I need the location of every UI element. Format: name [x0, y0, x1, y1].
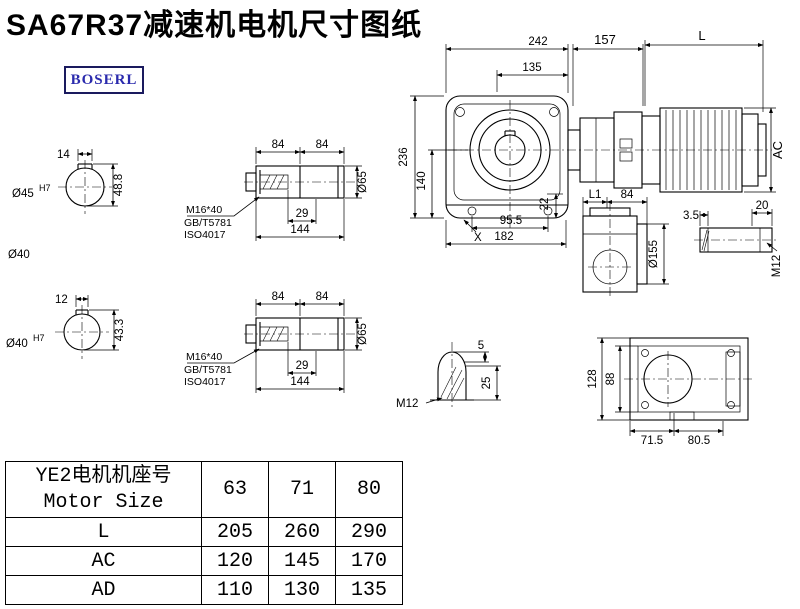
- bore-tolerance-label: H7: [33, 333, 45, 343]
- cell-value: 145: [268, 546, 336, 576]
- cell-value: 205: [201, 517, 269, 547]
- header-line-cn: YE2电机机座号: [35, 464, 172, 488]
- shaft-end-detail: 5 25 M12: [396, 340, 501, 410]
- cell-value: 170: [335, 546, 403, 576]
- brand-logo: BOSERL: [64, 66, 144, 94]
- thread-label: M12: [771, 255, 783, 277]
- segment-a-dim: 84: [272, 291, 285, 303]
- segment-b-dim: 84: [316, 139, 329, 151]
- bolt-depth-dim: 29: [296, 208, 309, 220]
- frame-size-71: 71: [268, 461, 336, 518]
- frame-size-80: 80: [335, 461, 403, 518]
- table-row-AD: AD 110 130 135: [5, 575, 403, 605]
- standard-1-label: GB/T5781: [184, 364, 232, 376]
- outer-dia-label: Ø40: [8, 249, 30, 261]
- shaft-side-1-view: 84 84 29 144 Ø65 M16*40 GB/T5781 ISO4017: [184, 139, 369, 241]
- row-label: L: [5, 517, 202, 547]
- overall-width-dim: 242: [528, 36, 547, 48]
- section-height-dim: 43.3: [114, 319, 126, 341]
- cell-value: 260: [268, 517, 336, 547]
- page-title: SA67R37减速机电机尺寸图纸: [6, 9, 423, 42]
- table-row-AC: AC 120 145 170: [5, 546, 403, 576]
- foot-height-dim: 22: [539, 198, 551, 211]
- base-width-dim: 182: [494, 231, 513, 243]
- motor-view: 157 L AC: [567, 28, 785, 193]
- cell-value: 135: [335, 575, 403, 605]
- thread-spec-label: M16*40: [186, 351, 222, 363]
- shaft-dia-dim: Ø65: [357, 323, 369, 345]
- motor-size-table: YE2电机机座号 Motor Size 63 71 80 L 205 260 2…: [5, 461, 403, 605]
- gearbox-bottom-view: 128 88 71.5 80.5: [587, 337, 754, 447]
- flat-width-dim: 5: [478, 340, 484, 352]
- motor-length-dim: L: [698, 28, 705, 43]
- keyway-width-dim: 12: [55, 294, 68, 306]
- axis-height-dim: 140: [416, 171, 428, 190]
- standard-2-label: ISO4017: [184, 376, 226, 388]
- standard-2-label: ISO4017: [184, 229, 226, 241]
- total-length-dim: 144: [290, 376, 310, 388]
- flange-dia-dim: Ø155: [648, 240, 660, 268]
- span-b-dim: 80.5: [688, 435, 710, 447]
- section-height-dim: 48.8: [113, 174, 125, 196]
- bolt-depth-dim: 29: [296, 360, 309, 372]
- inner-width-dim: 135: [522, 62, 541, 74]
- shaft-section-1-view: 14 48.8 Ø45 H7 Ø40: [8, 149, 125, 261]
- keyway-width-dim: 14: [57, 149, 70, 161]
- motor-dia-dim: AC: [770, 141, 785, 159]
- shaft-dia-dim: Ø65: [357, 171, 369, 193]
- table-header-row: YE2电机机座号 Motor Size 63 71 80: [5, 461, 403, 518]
- bore-dia-label: Ø40: [6, 338, 28, 350]
- cell-value: 120: [201, 546, 269, 576]
- len-2-dim: 84: [621, 189, 634, 201]
- inner-height-dim: 88: [605, 373, 617, 386]
- len-1-dim: L1: [589, 189, 602, 201]
- bolt-span-dim: 95.5: [500, 215, 522, 227]
- header-line-en: Motor Size: [43, 490, 164, 514]
- span-a-dim: 71.5: [641, 435, 663, 447]
- cell-value: 130: [268, 575, 336, 605]
- depth-dim: 25: [481, 377, 493, 390]
- segment-b-dim: 84: [316, 291, 329, 303]
- frame-size-63: 63: [201, 461, 269, 518]
- total-length-dim: 144: [290, 224, 310, 236]
- adapter-length-dim: 157: [594, 32, 616, 47]
- x-marker-label: X: [474, 232, 482, 244]
- shaft-side-2-view: 84 84 29 144 Ø65 M16*40 GB/T5781 ISO4017: [184, 291, 369, 393]
- table-row-L: L 205 260 290: [5, 517, 403, 547]
- row-label: AC: [5, 546, 202, 576]
- cell-value: 290: [335, 517, 403, 547]
- shaft-section-2-view: 12 43.3 Ø40 H7: [6, 294, 126, 359]
- cell-value: 110: [201, 575, 269, 605]
- thread-spec-label: M16*40: [186, 204, 222, 216]
- lip-dim: 3.5: [683, 210, 699, 222]
- overall-height-dim: 128: [587, 369, 599, 388]
- row-label: AD: [5, 575, 202, 605]
- standard-1-label: GB/T5781: [184, 217, 232, 229]
- segment-a-dim: 84: [272, 139, 285, 151]
- bore-dia-label: Ø45: [12, 188, 34, 200]
- motor-size-header-cell: YE2电机机座号 Motor Size: [5, 461, 202, 518]
- bore-tolerance-label: H7: [39, 183, 51, 193]
- gearbox-side-view: L1 84 Ø155 3.5 20 M12: [582, 189, 783, 298]
- thread-label: M12: [396, 398, 418, 410]
- overall-height-dim: 236: [398, 147, 410, 166]
- tap-depth-dim: 20: [756, 200, 769, 212]
